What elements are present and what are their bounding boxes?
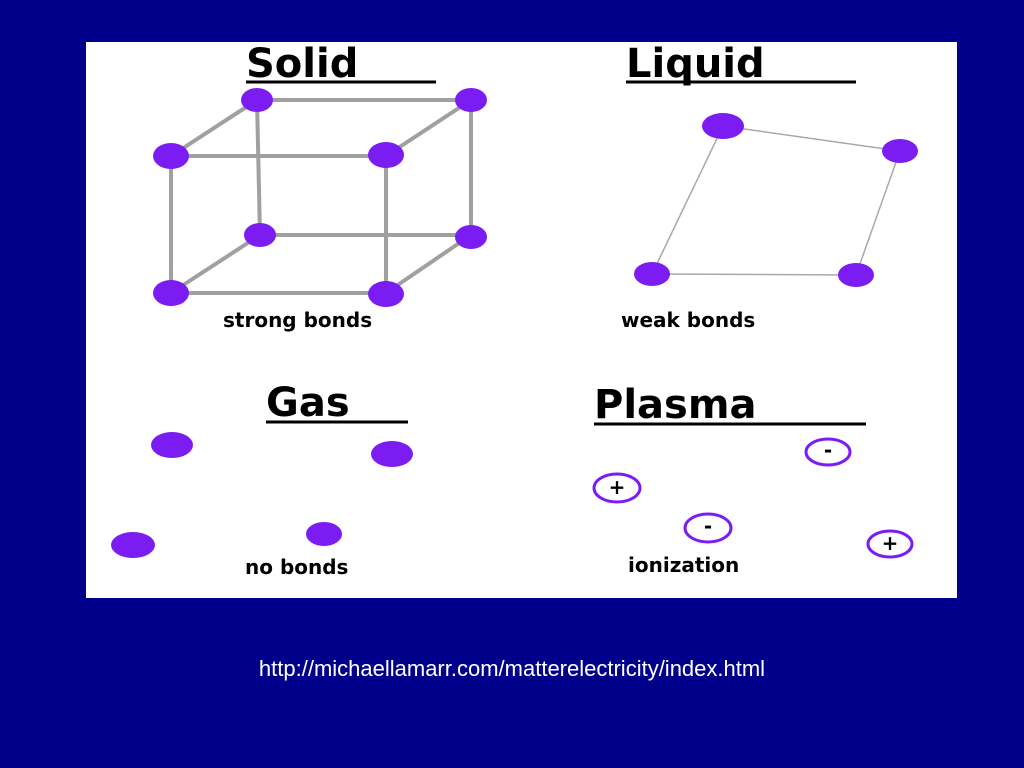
states-of-matter-figure: Solid bbox=[86, 42, 957, 598]
ion-sign: - bbox=[824, 438, 832, 462]
particle bbox=[111, 532, 155, 558]
solid-title: Solid bbox=[246, 42, 358, 87]
ion-sign: + bbox=[882, 531, 899, 555]
negative-ion: - bbox=[683, 512, 733, 544]
plasma-panel: Plasma - + - + io bbox=[592, 382, 914, 577]
plasma-caption: ionization bbox=[628, 553, 739, 577]
particle bbox=[455, 225, 487, 249]
bond bbox=[169, 233, 262, 295]
bond bbox=[384, 233, 473, 295]
particle bbox=[153, 143, 189, 169]
bond bbox=[855, 150, 901, 276]
particle bbox=[634, 262, 670, 286]
plasma-ions: - + - + bbox=[592, 437, 914, 559]
particle bbox=[368, 281, 404, 307]
particle bbox=[151, 432, 193, 458]
plasma-title: Plasma bbox=[594, 382, 757, 428]
states-of-matter-diagram: Solid bbox=[111, 42, 918, 579]
ion-sign: + bbox=[609, 475, 626, 499]
particle bbox=[838, 263, 874, 287]
gas-panel: Gas no bonds bbox=[111, 380, 413, 579]
liquid-particles bbox=[634, 113, 918, 287]
bond bbox=[169, 98, 259, 158]
bond bbox=[255, 99, 262, 236]
bond bbox=[651, 273, 857, 276]
particle bbox=[882, 139, 918, 163]
particle bbox=[368, 142, 404, 168]
bond bbox=[651, 125, 724, 275]
gas-title: Gas bbox=[266, 380, 350, 426]
solid-particles bbox=[153, 88, 487, 307]
liquid-bonds bbox=[651, 125, 901, 276]
positive-ion: + bbox=[866, 529, 914, 559]
particle bbox=[306, 522, 342, 546]
liquid-panel: Liquid weak bonds bbox=[621, 42, 918, 332]
gas-caption: no bonds bbox=[245, 555, 348, 579]
particle bbox=[455, 88, 487, 112]
ion-sign: - bbox=[704, 514, 712, 538]
bond bbox=[384, 98, 473, 158]
particle bbox=[153, 280, 189, 306]
source-url: http://michaellamarr.com/matterelectrici… bbox=[258, 656, 766, 681]
positive-ion: + bbox=[592, 472, 642, 504]
liquid-caption: weak bonds bbox=[621, 308, 755, 332]
particle bbox=[241, 88, 273, 112]
bond bbox=[722, 125, 901, 152]
particle bbox=[371, 441, 413, 467]
particle bbox=[244, 223, 276, 247]
liquid-title: Liquid bbox=[626, 42, 765, 87]
solid-caption: strong bonds bbox=[223, 308, 372, 332]
particle bbox=[702, 113, 744, 139]
solid-bonds bbox=[169, 98, 473, 295]
gas-particles bbox=[111, 432, 413, 558]
solid-panel: Solid bbox=[153, 42, 487, 332]
negative-ion: - bbox=[804, 437, 852, 467]
